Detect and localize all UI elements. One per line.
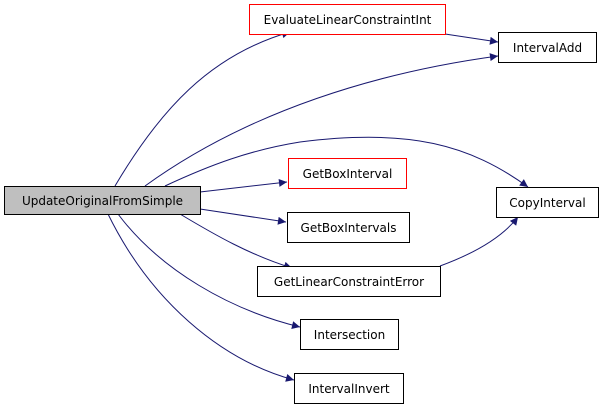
- node-label: GetBoxIntervals: [301, 221, 397, 235]
- node-label: EvaluateLinearConstraintInt: [264, 13, 432, 27]
- edge-update-to-copyinterval: [164, 136, 529, 188]
- edge-update-to-intervaladd: [144, 53, 499, 187]
- node-update-original-from-simple[interactable]: UpdateOriginalFromSimple: [4, 186, 201, 215]
- node-evaluate-linear-constraint-int[interactable]: EvaluateLinearConstraintInt: [249, 4, 446, 35]
- node-interval-add[interactable]: IntervalAdd: [498, 32, 597, 63]
- node-label: IntervalInvert: [308, 382, 390, 396]
- node-label: GetLinearConstraintError: [274, 275, 424, 289]
- nodes-layer: UpdateOriginalFromSimple EvaluateLinearC…: [4, 4, 599, 404]
- edge-getlinear-to-copyinterval: [439, 216, 519, 267]
- node-label: Intersection: [314, 328, 385, 342]
- edge-update-to-getlinear: [179, 213, 293, 270]
- edge-update-to-getboxinterval: [199, 178, 288, 193]
- edges-layer: [107, 30, 529, 382]
- edge-evaluate-to-intervaladd: [444, 33, 499, 45]
- node-intersection[interactable]: Intersection: [300, 319, 399, 350]
- node-label: IntervalAdd: [513, 41, 582, 55]
- node-copy-interval[interactable]: CopyInterval: [496, 187, 599, 218]
- edge-update-to-intervalinvert: [107, 213, 295, 382]
- node-interval-invert[interactable]: IntervalInvert: [294, 373, 404, 404]
- node-get-box-intervals[interactable]: GetBoxIntervals: [287, 212, 410, 243]
- edge-update-to-intersection: [117, 213, 301, 329]
- node-label: GetBoxInterval: [303, 167, 393, 181]
- edge-update-to-evaluate: [114, 30, 291, 187]
- edge-update-to-getboxintervals: [199, 208, 287, 225]
- node-label: CopyInterval: [509, 196, 585, 210]
- node-get-linear-constraint-error[interactable]: GetLinearConstraintError: [257, 266, 441, 297]
- node-get-box-interval[interactable]: GetBoxInterval: [288, 158, 407, 189]
- node-label: UpdateOriginalFromSimple: [22, 194, 183, 208]
